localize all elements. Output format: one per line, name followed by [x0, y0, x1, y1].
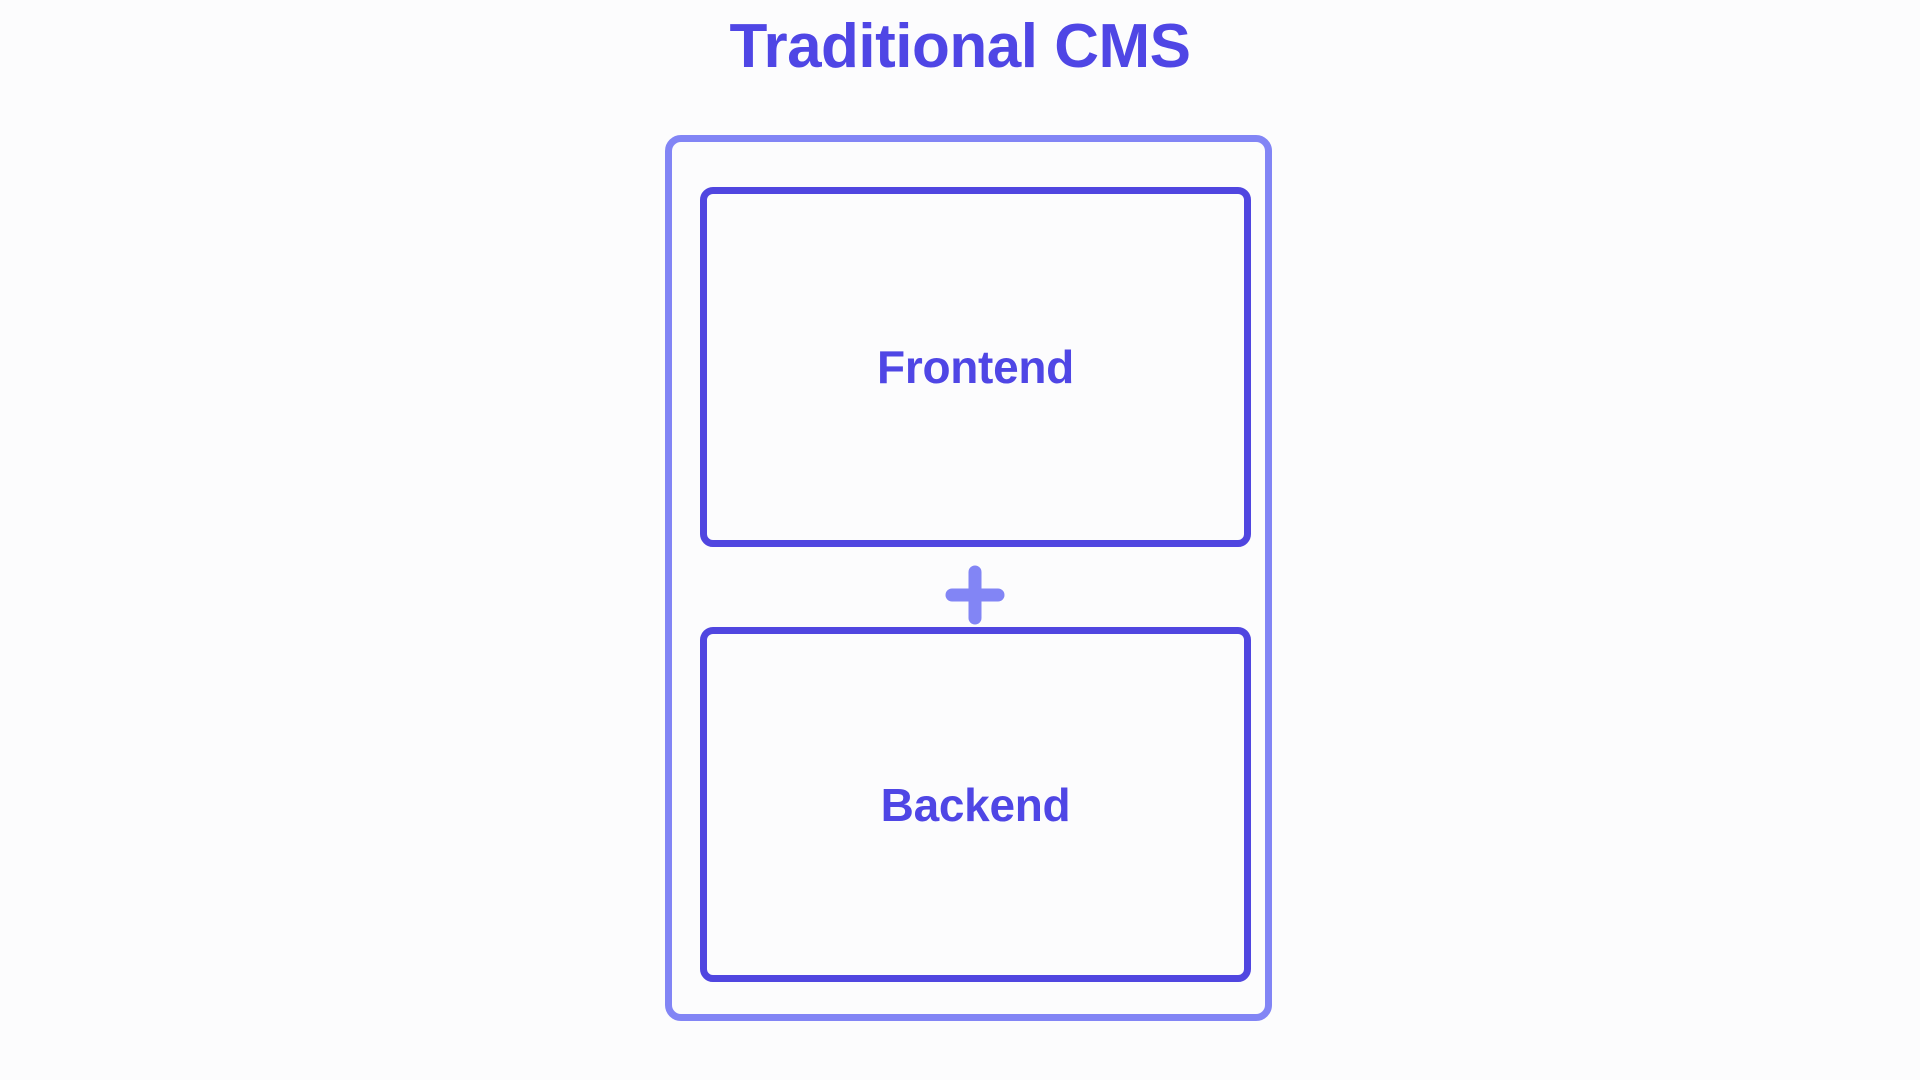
layer-box-backend: Backend [700, 627, 1251, 982]
layer-box-frontend: Frontend [700, 187, 1251, 547]
page-title: Traditional CMS [729, 12, 1191, 81]
layer-label-frontend: Frontend [877, 341, 1074, 393]
plus-icon [945, 565, 1005, 625]
layer-label-backend: Backend [880, 778, 1071, 831]
monolith-container: Frontend Backend [665, 135, 1272, 1021]
